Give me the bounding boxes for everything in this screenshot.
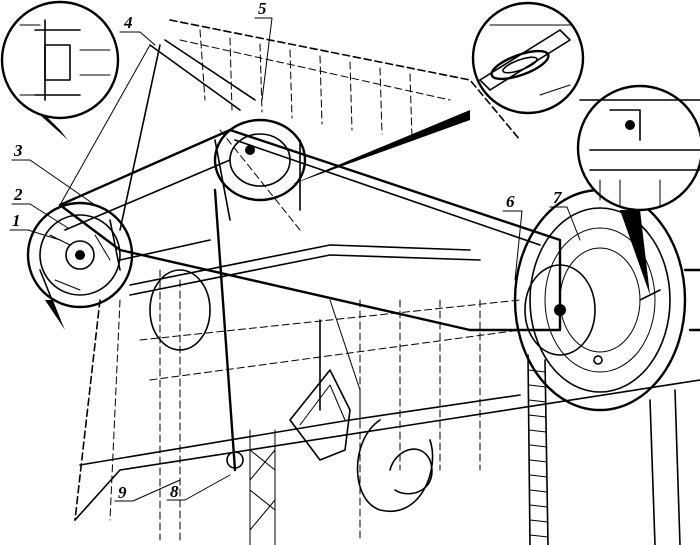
callout-6: 6 (506, 192, 515, 211)
tensioner-detail-icon (19, 19, 111, 101)
lower-mechanism (149, 188, 434, 513)
inset-top-detail (290, 1, 585, 185)
callout-3: 3 (13, 141, 23, 160)
bracket-detail-icon (579, 99, 700, 206)
callout-5: 5 (258, 0, 267, 18)
callouts: 1 2 3 4 5 6 7 8 9 (9, 0, 581, 502)
upper-sprocket (213, 118, 307, 231)
slot-detail-icon (479, 24, 571, 96)
callout-1: 1 (12, 211, 21, 230)
inset-left-detail (0, 0, 120, 330)
machine-frame (74, 19, 700, 545)
inset-right-detail (576, 84, 700, 295)
callout-2: 2 (13, 185, 23, 204)
callout-8: 8 (170, 482, 179, 501)
callout-9: 9 (118, 483, 127, 502)
right-chain (527, 354, 681, 545)
callout-7: 7 (553, 188, 563, 207)
callout-4: 4 (123, 13, 133, 32)
right-wheel (513, 188, 700, 412)
